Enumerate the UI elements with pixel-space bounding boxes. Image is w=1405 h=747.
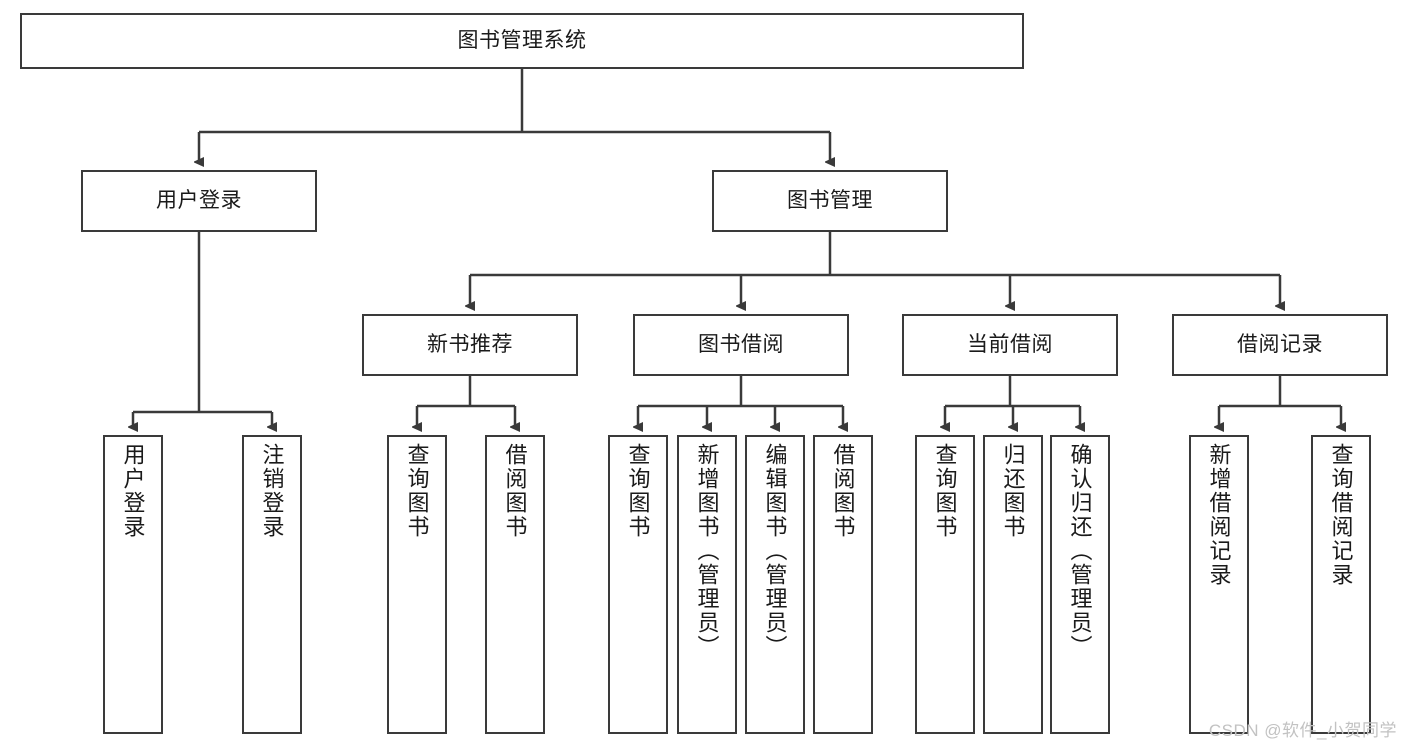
- node-leaf-add-record[interactable]: 新增借阅记录: [1189, 435, 1249, 734]
- node-leaf-borrow-book-1[interactable]: 借阅图书: [485, 435, 545, 734]
- node-leaf-return-book-label: 归还图书: [1000, 443, 1026, 539]
- node-user-login[interactable]: 用户登录: [81, 170, 317, 232]
- node-leaf-query-book-1-label: 查询图书: [404, 443, 430, 539]
- node-leaf-user-login[interactable]: 用户登录: [103, 435, 163, 734]
- node-root-label: 图书管理系统: [457, 28, 587, 52]
- node-borrow-record[interactable]: 借阅记录: [1172, 314, 1388, 376]
- node-new-book-recommend[interactable]: 新书推荐: [362, 314, 578, 376]
- node-leaf-edit-book-label: 编辑图书（管理员）: [762, 443, 788, 659]
- node-leaf-user-logout-label: 注销登录: [259, 443, 285, 539]
- node-leaf-query-record[interactable]: 查询借阅记录: [1311, 435, 1371, 734]
- node-leaf-borrow-book-2-label: 借阅图书: [830, 443, 856, 539]
- node-book-borrow[interactable]: 图书借阅: [633, 314, 849, 376]
- node-leaf-query-book-3-label: 查询图书: [932, 443, 958, 539]
- node-new-book-recommend-label: 新书推荐: [427, 332, 513, 356]
- node-leaf-query-book-2[interactable]: 查询图书: [608, 435, 668, 734]
- node-leaf-query-book-3[interactable]: 查询图书: [915, 435, 975, 734]
- node-leaf-add-book-label: 新增图书（管理员）: [694, 443, 720, 659]
- node-leaf-user-logout[interactable]: 注销登录: [242, 435, 302, 734]
- node-book-borrow-label: 图书借阅: [698, 332, 784, 356]
- node-current-borrow[interactable]: 当前借阅: [902, 314, 1118, 376]
- node-leaf-confirm-return-label: 确认归还（管理员）: [1067, 443, 1093, 659]
- node-current-borrow-label: 当前借阅: [967, 332, 1053, 356]
- node-leaf-query-book-2-label: 查询图书: [625, 443, 651, 539]
- node-book-manage[interactable]: 图书管理: [712, 170, 948, 232]
- node-leaf-user-login-label: 用户登录: [120, 443, 146, 539]
- node-leaf-return-book[interactable]: 归还图书: [983, 435, 1043, 734]
- node-leaf-add-record-label: 新增借阅记录: [1206, 443, 1232, 587]
- node-borrow-record-label: 借阅记录: [1237, 332, 1323, 356]
- node-root[interactable]: 图书管理系统: [20, 13, 1024, 69]
- node-book-manage-label: 图书管理: [787, 188, 873, 212]
- node-leaf-borrow-book-2[interactable]: 借阅图书: [813, 435, 873, 734]
- csdn-watermark: CSDN @软件_小贺同学: [1208, 721, 1397, 740]
- node-user-login-label: 用户登录: [156, 188, 242, 212]
- node-leaf-borrow-book-1-label: 借阅图书: [502, 443, 528, 539]
- node-leaf-confirm-return[interactable]: 确认归还（管理员）: [1050, 435, 1110, 734]
- node-leaf-query-record-label: 查询借阅记录: [1328, 443, 1354, 587]
- node-leaf-add-book[interactable]: 新增图书（管理员）: [677, 435, 737, 734]
- node-leaf-query-book-1[interactable]: 查询图书: [387, 435, 447, 734]
- node-leaf-edit-book[interactable]: 编辑图书（管理员）: [745, 435, 805, 734]
